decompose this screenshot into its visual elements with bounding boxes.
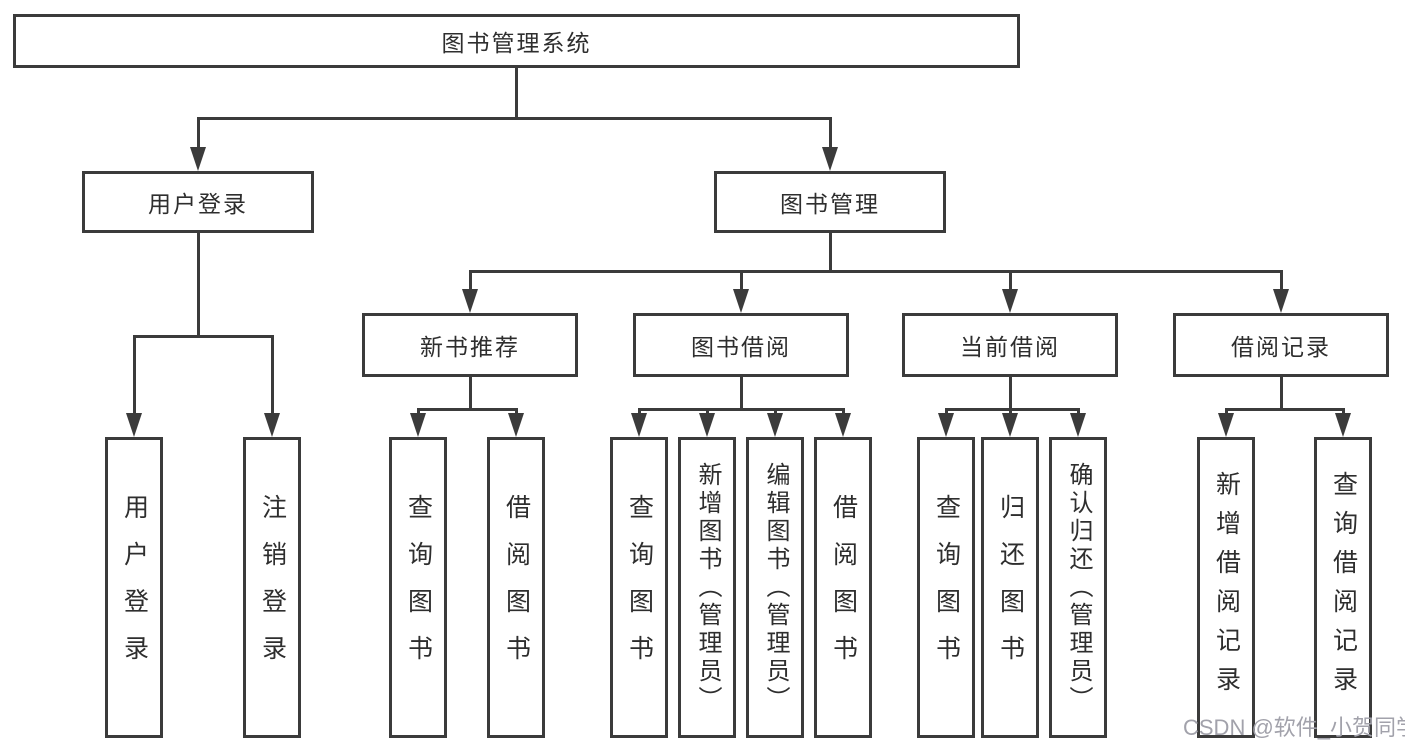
connector-vline	[829, 117, 832, 149]
leaf-return-books-label: 归还图书	[996, 493, 1025, 682]
leaf-add-borrow-record-label: 新增借阅记录	[1212, 470, 1241, 705]
arrow-down-icon	[767, 413, 783, 437]
connector-vline	[469, 377, 472, 411]
arrow-down-icon	[822, 147, 838, 171]
connector-vline	[706, 408, 709, 416]
arrow-down-icon	[1218, 413, 1234, 437]
leaf-add-borrow-record: 新增借阅记录	[1197, 437, 1255, 738]
arrow-down-icon	[1002, 289, 1018, 313]
node-current-borrow: 当前借阅	[902, 313, 1118, 377]
arrow-down-icon	[631, 413, 647, 437]
leaf-logout: 注销登录	[243, 437, 301, 738]
leaf-confirm-return-admin: 确认归还（管理员）	[1049, 437, 1107, 738]
leaf-edit-book-admin: 编辑图书（管理员）	[746, 437, 804, 738]
arrow-down-icon	[1273, 289, 1289, 313]
leaf-query-books-borrow-label: 查询图书	[625, 493, 654, 682]
connector-vline	[133, 335, 136, 415]
arrow-down-icon	[508, 413, 524, 437]
connector-hline	[417, 408, 517, 411]
arrow-down-icon	[190, 147, 206, 171]
arrow-down-icon	[126, 413, 142, 437]
node-current-borrow-label: 当前借阅	[960, 334, 1060, 360]
connector-hline	[197, 117, 831, 120]
csdn-watermark: CSDN @软件_小贺同学	[1183, 715, 1405, 740]
leaf-user-login-label: 用户登录	[120, 493, 149, 682]
leaf-borrow-books-recommend: 借阅图书	[487, 437, 545, 738]
connector-hline	[133, 335, 274, 338]
arrow-down-icon	[1002, 413, 1018, 437]
arrow-down-icon	[1335, 413, 1351, 437]
connector-vline	[1280, 377, 1283, 411]
arrow-down-icon	[1070, 413, 1086, 437]
leaf-query-books-borrow: 查询图书	[610, 437, 668, 738]
connector-vline	[740, 270, 743, 292]
connector-vline	[515, 408, 518, 416]
node-book-borrow: 图书借阅	[633, 313, 849, 377]
arrow-down-icon	[733, 289, 749, 313]
connector-vline	[1009, 377, 1012, 411]
node-book-management: 图书管理	[714, 171, 946, 233]
node-book-management-label: 图书管理	[780, 191, 880, 217]
connector-vline	[842, 408, 845, 416]
node-user-login: 用户登录	[82, 171, 314, 233]
connector-vline	[271, 335, 274, 415]
leaf-add-book-admin: 新增图书（管理员）	[678, 437, 736, 738]
arrow-down-icon	[410, 413, 426, 437]
arrow-down-icon	[835, 413, 851, 437]
leaf-query-books-current: 查询图书	[917, 437, 975, 738]
node-library-system: 图书管理系统	[13, 14, 1020, 68]
connector-hline	[469, 270, 1283, 273]
connector-vline	[740, 377, 743, 411]
arrow-down-icon	[264, 413, 280, 437]
connector-vline	[638, 408, 641, 416]
connector-vline	[515, 68, 518, 118]
arrow-down-icon	[462, 289, 478, 313]
node-new-book-recommend: 新书推荐	[362, 313, 578, 377]
leaf-borrow-books: 借阅图书	[814, 437, 872, 738]
connector-vline	[197, 117, 200, 149]
node-borrow-records-label: 借阅记录	[1231, 334, 1331, 360]
connector-vline	[774, 408, 777, 416]
connector-hline	[1225, 408, 1344, 411]
leaf-logout-label: 注销登录	[258, 493, 287, 682]
leaf-query-books-recommend: 查询图书	[389, 437, 447, 738]
connector-vline	[197, 233, 200, 337]
arrow-down-icon	[699, 413, 715, 437]
leaf-add-book-admin-label: 新增图书（管理员）	[694, 461, 721, 714]
connector-vline	[417, 408, 420, 416]
leaf-query-books-current-label: 查询图书	[932, 493, 961, 682]
node-borrow-records: 借阅记录	[1173, 313, 1389, 377]
connector-vline	[1077, 408, 1080, 416]
leaf-user-login: 用户登录	[105, 437, 163, 738]
connector-vline	[1342, 408, 1345, 416]
connector-vline	[1009, 408, 1012, 416]
connector-vline	[469, 270, 472, 292]
node-user-login-label: 用户登录	[148, 191, 248, 217]
leaf-borrow-books-recommend-label: 借阅图书	[502, 493, 531, 682]
leaf-query-borrow-record: 查询借阅记录	[1314, 437, 1372, 738]
node-library-system-label: 图书管理系统	[441, 30, 592, 56]
node-new-book-recommend-label: 新书推荐	[420, 334, 520, 360]
connector-vline	[1225, 408, 1228, 416]
leaf-edit-book-admin-label: 编辑图书（管理员）	[762, 461, 789, 714]
connector-hline	[945, 408, 1079, 411]
leaf-return-books: 归还图书	[981, 437, 1039, 738]
connector-hline	[638, 408, 844, 411]
leaf-borrow-books-label: 借阅图书	[829, 493, 858, 682]
connector-vline	[1280, 270, 1283, 292]
leaf-query-borrow-record-label: 查询借阅记录	[1329, 470, 1358, 705]
arrow-down-icon	[938, 413, 954, 437]
connector-vline	[1009, 270, 1012, 292]
leaf-confirm-return-admin-label: 确认归还（管理员）	[1065, 461, 1092, 714]
connector-vline	[945, 408, 948, 416]
node-book-borrow-label: 图书借阅	[691, 334, 791, 360]
leaf-query-books-recommend-label: 查询图书	[404, 493, 433, 682]
connector-vline	[829, 233, 832, 273]
